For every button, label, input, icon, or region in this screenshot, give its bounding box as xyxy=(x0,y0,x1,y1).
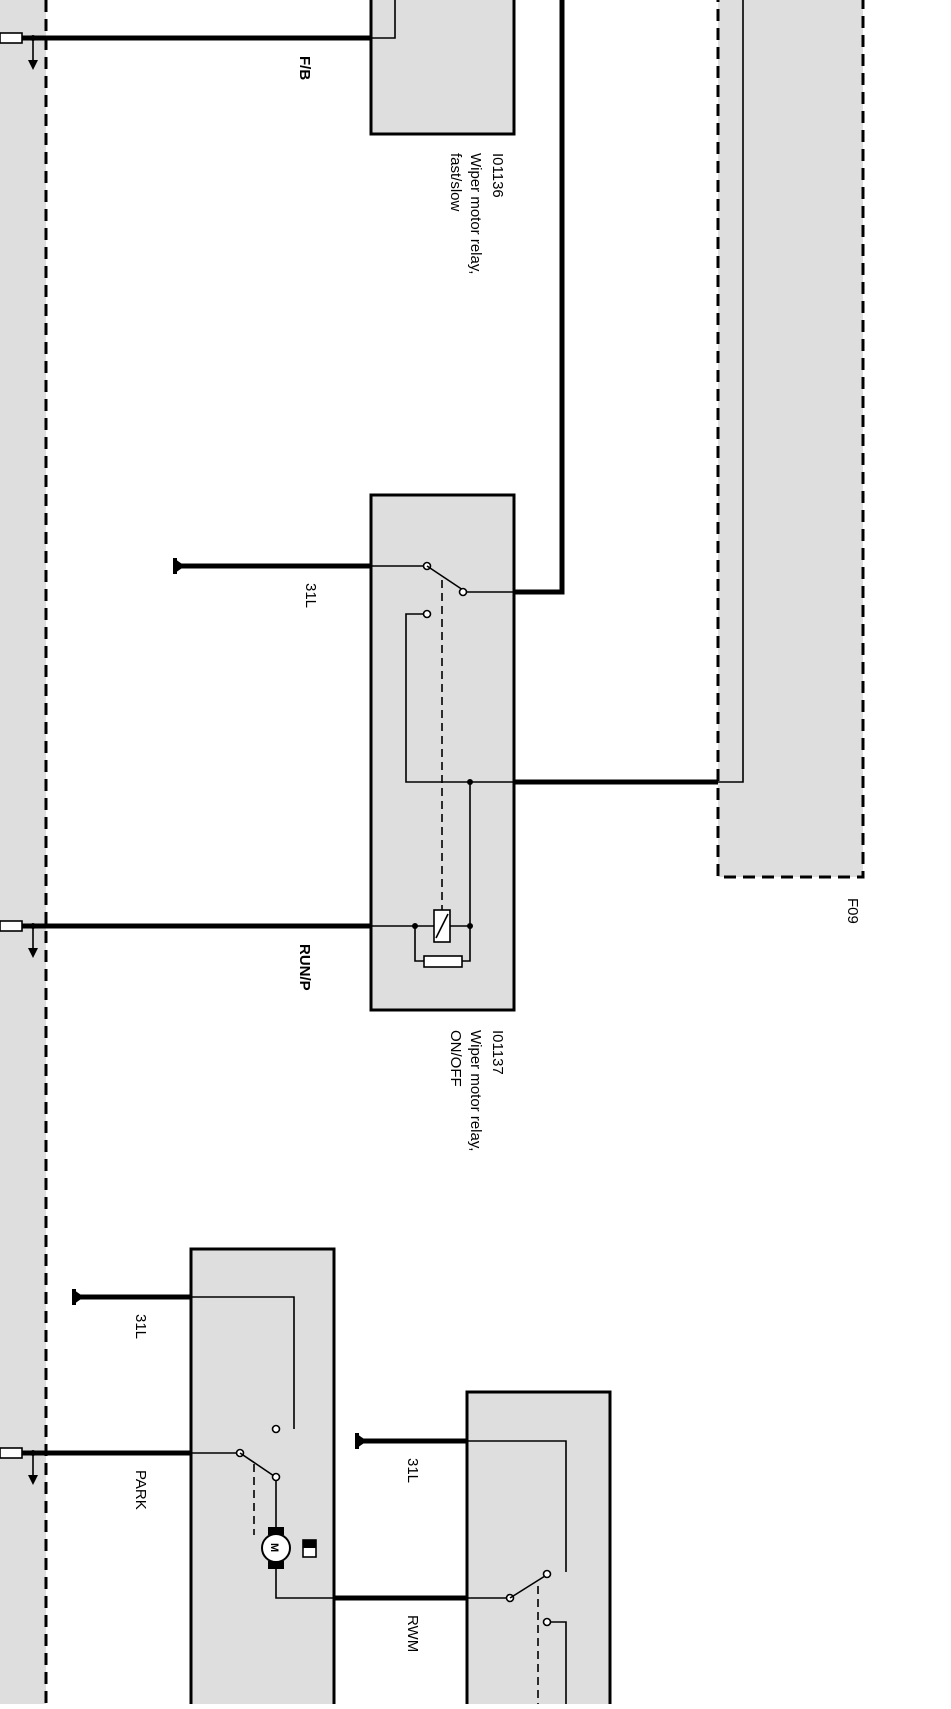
fastslow-relay-name: Wiper motor relay, fast/slow xyxy=(447,153,484,279)
rwm-label: RWM xyxy=(404,1615,421,1652)
motor-ground-label: 31L xyxy=(132,1314,149,1339)
f09-label: F09 xyxy=(844,898,861,924)
rwm-wire: RWM xyxy=(334,1595,467,1652)
fb-label: F/B xyxy=(296,56,313,80)
fastslow-relay: I01136 Wiper motor relay, fast/slow xyxy=(369,0,516,279)
bottom-relay-ground-label: 31L xyxy=(404,1458,421,1483)
left-control-module xyxy=(0,0,48,1704)
runp-wire: RUN/P xyxy=(0,920,371,991)
bottom-relay: 31L xyxy=(355,1390,612,1709)
park-wire xyxy=(0,1447,191,1485)
fastslow-relay-name-line1: Wiper motor relay, xyxy=(467,153,484,274)
relay-interconnect-wire xyxy=(514,0,565,595)
onoff-relay-name-line1: Wiper motor relay, xyxy=(467,1030,484,1151)
wiper-motor-assembly: 31L M PARK xyxy=(72,1247,336,1709)
onoff-relay-name: Wiper motor relay, ON/OFF xyxy=(447,1030,484,1156)
onoff-relay: 31L I01137 Wiper motor relay, ON/OFF xyxy=(173,493,516,1156)
motor-symbol-label: M xyxy=(268,1543,280,1552)
f09-module: F09 xyxy=(716,0,865,924)
onoff-ground-label: 31L xyxy=(302,583,319,608)
fastslow-relay-id: I01136 xyxy=(489,153,506,198)
onoff-relay-name-line2: ON/OFF xyxy=(447,1030,464,1087)
park-label: PARK xyxy=(132,1470,149,1510)
fastslow-relay-name-line2: fast/slow xyxy=(447,153,464,212)
runp-label: RUN/P xyxy=(296,944,313,991)
fb-wire: F/B xyxy=(0,32,371,80)
onoff-relay-id: I01137 xyxy=(489,1030,506,1075)
